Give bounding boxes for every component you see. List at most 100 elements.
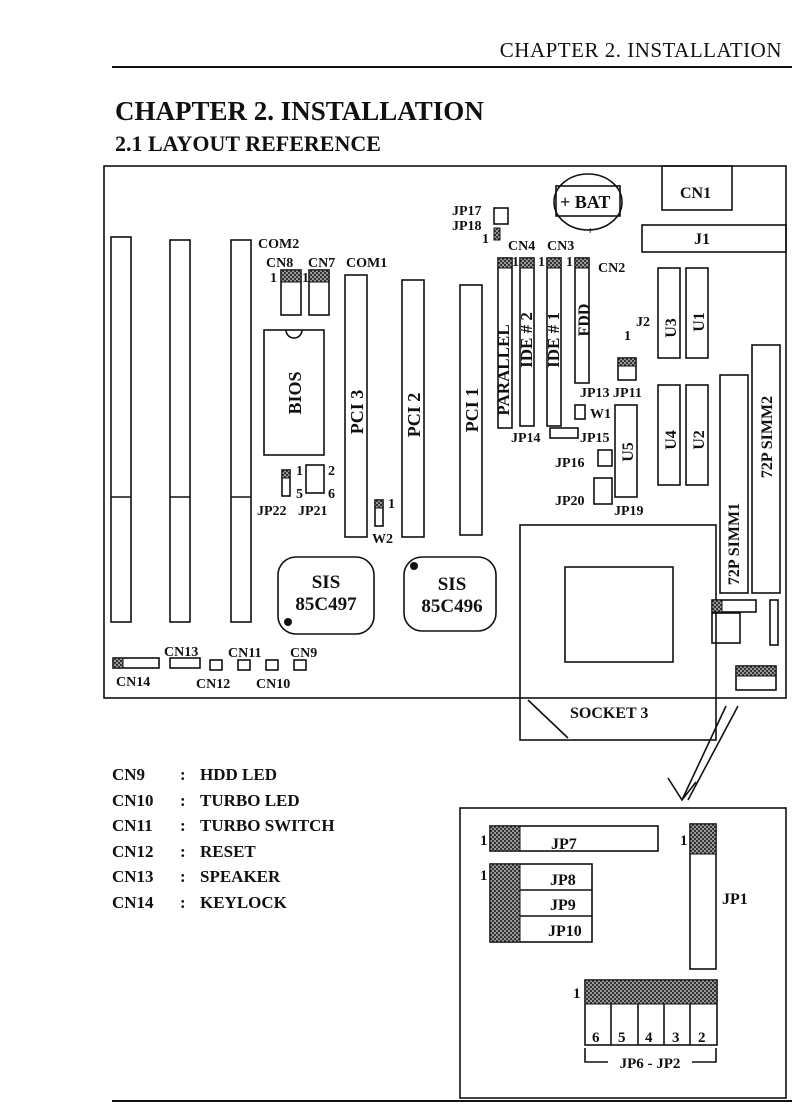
chapter-heading: CHAPTER 2. INSTALLATION (115, 96, 484, 126)
u5-label: U5 (620, 442, 637, 462)
pci3-label: PCI 3 (347, 390, 367, 435)
socket3-label: SOCKET 3 (570, 705, 648, 722)
simm1-label: 72P SIMM1 (726, 503, 743, 585)
u5-chip (614, 404, 638, 498)
cn4-label: CN4 (508, 239, 535, 254)
jp22-label: JP22 (257, 504, 287, 519)
simm2-label: 72P SIMM2 (759, 396, 776, 478)
jp21-pin1-label: 1 (296, 464, 303, 479)
jp14-label: JP14 (511, 431, 541, 446)
w2-label: W2 (372, 532, 393, 547)
bios-chip (263, 329, 325, 456)
u2-chip (685, 384, 709, 486)
com2-label: COM2 (258, 237, 299, 252)
pin1-label-cn8: 1 (270, 271, 277, 286)
cn13-label: CN13 (164, 645, 198, 660)
cn7-label: CN7 (308, 256, 335, 271)
sis-496-label: SIS (438, 574, 467, 595)
jumper-detail-box (459, 807, 787, 1099)
cn1-connector (661, 165, 733, 211)
u1-label: U1 (691, 312, 708, 332)
jp4-pin-label: 4 (645, 1030, 653, 1046)
jp6-pin-label: 6 (592, 1030, 600, 1046)
jp7-label: JP7 (551, 836, 577, 853)
jp6-jp2-pin1-label: 1 (573, 986, 581, 1002)
j2-label: J2 (636, 315, 650, 330)
cn1-label: CN1 (680, 185, 711, 202)
pci-slot-2 (401, 279, 425, 538)
socket-3 (519, 524, 717, 741)
pci-slot-1 (459, 284, 483, 536)
cn11-label: CN11 (228, 646, 261, 661)
motherboard-outline (103, 165, 787, 699)
jp21-pin2-label: 2 (328, 464, 335, 479)
u4-chip (657, 384, 681, 486)
legend-row: CN9:HDD LED (112, 765, 277, 784)
pin1-label-cn7: 1 (302, 271, 309, 286)
chip-85c496-label: 85C496 (421, 596, 482, 617)
battery-plus-label: + (587, 225, 593, 237)
simm1-slot (719, 374, 749, 594)
jp3-pin-label: 3 (672, 1030, 680, 1046)
jp10-label: JP10 (548, 923, 582, 940)
running-header: CHAPTER 2. INSTALLATION (499, 38, 782, 62)
jp19-label: JP19 (614, 504, 644, 519)
cn14-label: CN14 (116, 675, 150, 690)
jp8-pin1-label: 1 (480, 868, 488, 884)
cn3-label: CN3 (547, 239, 574, 254)
jp7-pin1-label: 1 (480, 833, 488, 849)
jp1-label: JP1 (722, 891, 748, 908)
pin1-label-j2: 1 (624, 329, 631, 344)
fdd-label: FDD (576, 304, 593, 337)
pin1-label-jp18: 1 (482, 232, 489, 247)
jp1-pin1-label: 1 (680, 833, 688, 849)
footer-rule (112, 1100, 792, 1102)
ide1-label: IDE # 1 (544, 312, 563, 368)
jp18-label: JP18 (452, 219, 482, 234)
cn10-label: CN10 (256, 677, 290, 692)
header-rule (112, 66, 792, 68)
pci1-label: PCI 1 (462, 388, 482, 433)
pci-slot-3 (344, 274, 368, 538)
simm2-slot (751, 344, 781, 594)
jp21-pin5-label: 5 (296, 487, 303, 502)
jp13-jp11-label: JP13 JP11 (580, 386, 642, 401)
legend-row: CN10:TURBO LED (112, 790, 300, 810)
legend-row: CN12:RESET (112, 841, 256, 861)
legend-row: CN13:SPEAKER (112, 867, 281, 886)
battery (553, 173, 623, 231)
isa-slot-3 (230, 239, 252, 623)
w1-label: W1 (590, 407, 611, 422)
com1-label: COM1 (346, 256, 387, 271)
u3-label: U3 (663, 318, 680, 338)
cn12-label: CN12 (196, 677, 230, 692)
connector-legend: CN9:HDD LED CN10:TURBO LED CN11:TURBO SW… (112, 762, 335, 915)
u2-label: U2 (691, 430, 708, 450)
jp6-jp2-range-label: JP6 - JP2 (620, 1056, 681, 1072)
jp15-label: JP15 (580, 431, 610, 446)
isa-slot-1 (110, 236, 132, 623)
w2-pin1-label: 1 (388, 497, 395, 512)
j1-connector (641, 224, 787, 253)
jp21-label: JP21 (298, 504, 328, 519)
jp2-pin-label: 2 (698, 1030, 706, 1046)
section-heading: 2.1 LAYOUT REFERENCE (115, 131, 381, 156)
pin1-label-cn4: 1 (512, 255, 519, 270)
pin1-label-fdd: 1 (566, 255, 573, 270)
jp9-label: JP9 (550, 897, 576, 914)
sis-85c496-chip (403, 556, 497, 632)
cn9-label: CN9 (290, 646, 317, 661)
jp8-label: JP8 (550, 872, 576, 889)
parallel-label: PARALLEL (494, 324, 513, 415)
pin1-label-ide1: 1 (538, 255, 545, 270)
u1-chip (685, 267, 709, 359)
battery-label: + BAT (560, 192, 610, 212)
isa-slot-2 (169, 239, 191, 623)
jp16-label: JP16 (555, 456, 585, 471)
bios-label: BIOS (285, 371, 305, 414)
u4-label: U4 (663, 430, 680, 450)
legend-row: CN14:KEYLOCK (112, 892, 287, 912)
sis-85c497-chip (277, 556, 375, 635)
pci2-label: PCI 2 (404, 393, 424, 438)
